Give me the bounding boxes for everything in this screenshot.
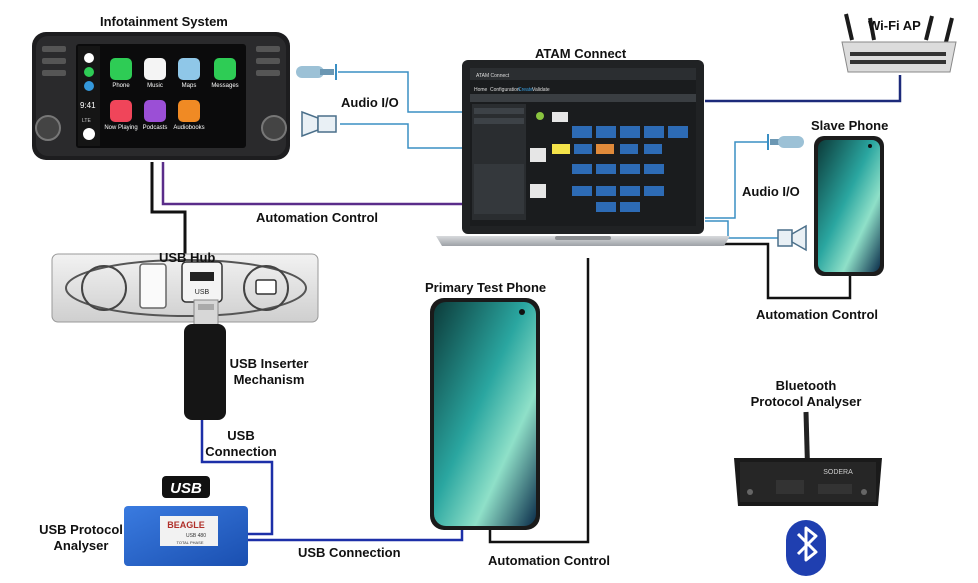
laptop-app-title: ATAM Connect [476,73,510,79]
laptop-menu-validate[interactable]: Validate [532,87,550,93]
usb-logo-text: USB [170,480,202,497]
label-automation-control-left: Automation Control [256,210,379,225]
label-usb-inserter-line2: Mechanism [233,372,305,387]
label-usb-inserter-line1: USB Inserter [229,356,309,371]
label-audio-io-right: Audio I/O [742,184,800,199]
label-bt-analyser-line2: Protocol Analyser [750,394,862,409]
app-label: Podcasts [142,125,168,131]
link-usb-connection-bottom [246,528,464,542]
app-label: Music [147,83,163,89]
app-messages[interactable]: Messages [206,58,244,89]
link-automation-control-bottom [488,258,590,544]
device-texts: 9:41 LTE ATAM Connect Home Configuration… [80,73,853,545]
app-label: Now Playing [104,125,138,131]
volume-knob[interactable] [35,115,61,141]
music-icon [144,58,166,80]
speaker-icon [301,110,337,138]
label-usb-connection-line1: USB [227,428,255,443]
primary-phone [430,298,540,530]
link-audio-speaker-right [705,220,778,239]
app-phone[interactable]: Phone [106,58,136,89]
app-now-playing[interactable]: Now Playing [102,100,140,131]
label-automation-control-right: Automation Control [756,307,879,322]
mic-icon [767,134,804,150]
label-bt-analyser-line1: Bluetooth [775,378,837,393]
connections [150,71,902,544]
laptop [436,60,730,246]
link-audio-mic-left [338,71,462,113]
label-wifi-ap: Wi-Fi AP [868,18,921,33]
laptop-menu-configuration[interactable]: Configuration [490,87,520,93]
label-usb-connection-left: USB Connection [200,428,282,460]
sodera-brand: SODERA [823,469,853,476]
app-maps[interactable]: Maps [174,58,204,89]
speaker-icon [777,224,807,252]
usb-inserter [184,299,226,420]
app-music[interactable]: Music [140,58,170,89]
carplay-app-grid: Phone Music Maps Messages Now Playing Po… [104,58,244,144]
usb-port-label: USB [195,289,210,296]
label-usb-connection-bottom: USB Connection [298,545,401,560]
beagle-model: USB 480 [186,533,206,539]
bluetooth-icon [786,520,826,576]
label-automation-control-bottom: Automation Control [488,553,611,568]
label-usb-protocol-line2: Analyser [53,538,109,553]
label-audio-io-left: Audio I/O [341,95,399,110]
label-slave-phone: Slave Phone [811,118,889,133]
laptop-menu-home[interactable]: Home [474,87,488,93]
mic-icon [296,64,337,80]
label-bt-analyser: Bluetooth Protocol Analyser [748,378,864,410]
carplay-signal: LTE [82,118,91,124]
tune-knob[interactable] [261,115,287,141]
link-infotainment-usbhub [150,162,187,255]
label-usb-protocol-line1: USB Protocol [39,522,123,537]
link-wifi [705,75,902,103]
link-audio-speaker-left [340,123,462,149]
label-usb-hub: USB Hub [159,250,216,265]
link-audio-mic-right [705,141,768,219]
messages-icon [214,58,236,80]
label-atam-connect: ATAM Connect [535,46,627,61]
maps-icon [178,58,200,80]
phone-icon [110,58,132,80]
link-usb-connection-left [200,418,274,536]
label-infotainment-system: Infotainment System [100,14,228,29]
now-playing-icon [110,100,132,122]
wifi-router [841,13,957,73]
slave-phone [814,136,884,276]
label-usb-inserter: USB Inserter Mechanism [228,356,310,388]
usb-hub [51,253,319,323]
app-podcasts[interactable]: Podcasts [140,100,170,131]
label-primary-test-phone: Primary Test Phone [425,280,547,295]
label-usb-protocol-analyser: USB Protocol Analyser [38,522,124,554]
app-label: Messages [211,83,239,89]
usb-protocol-analyser [124,506,248,566]
usb-port[interactable] [181,261,223,303]
label-usb-connection-line2: Connection [205,444,277,459]
bt-analyser [734,411,882,506]
flow-blocks [530,112,688,212]
podcasts-icon [144,100,166,122]
link-automation-control-left [161,162,462,206]
carplay-time: 9:41 [80,101,96,110]
app-audiobooks[interactable]: Audiobooks [170,100,208,131]
total-phase-brand: TOTAL PHASE [176,540,203,545]
app-label: Phone [112,83,130,89]
app-label: Maps [181,83,197,89]
laptop-menu-create[interactable]: Create [518,87,533,93]
link-automation-control-right [690,242,852,300]
usb-logo-icon [162,476,210,498]
beagle-brand: BEAGLE [167,520,205,530]
audiobooks-icon [178,100,200,122]
app-label: Audiobooks [173,125,205,131]
